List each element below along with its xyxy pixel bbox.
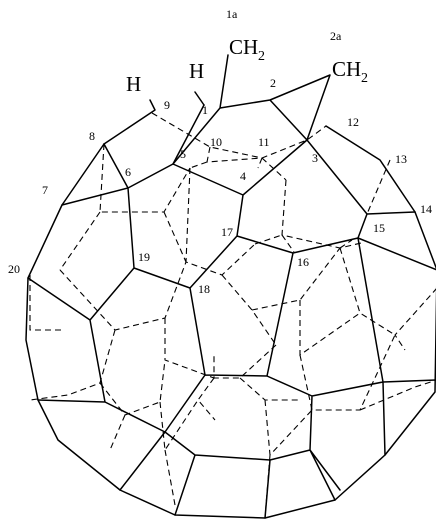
label-6: 6 — [125, 165, 131, 179]
label-5: 5 — [180, 147, 186, 161]
label-10: 10 — [210, 135, 222, 149]
carbon-numbers: 1a 2a 1 2 3 4 5 6 7 8 9 10 11 12 13 14 1… — [8, 7, 432, 296]
hydrogen-label-left: H — [126, 72, 141, 96]
methylene-label-left: CH — [229, 35, 258, 59]
label-18: 18 — [198, 282, 210, 296]
methylene-subscript-right: 2 — [361, 71, 368, 86]
front-network — [27, 104, 436, 519]
hidden-bonds — [29, 112, 436, 519]
label-9: 9 — [164, 98, 170, 112]
outline — [25, 125, 436, 519]
label-17: 17 — [221, 225, 233, 239]
methylene-label-right: CH — [332, 57, 361, 81]
label-2: 2 — [270, 76, 276, 90]
label-15: 15 — [373, 221, 385, 235]
label-2a: 2a — [330, 29, 342, 43]
atom-labels: H H CH 2 CH 2 — [126, 35, 368, 96]
label-13: 13 — [395, 152, 407, 166]
front-bonds — [25, 54, 436, 519]
label-7: 7 — [42, 183, 48, 197]
label-3: 3 — [312, 151, 318, 165]
label-19: 19 — [138, 250, 150, 264]
methylene-subscript-left: 2 — [258, 49, 265, 64]
hydrogen-label-right: H — [189, 59, 204, 83]
label-1: 1 — [202, 103, 208, 117]
label-16: 16 — [297, 255, 309, 269]
back-bonds-top — [151, 112, 327, 181]
back-bonds-middle — [29, 247, 436, 401]
label-8: 8 — [89, 129, 95, 143]
back-bonds-upper — [59, 143, 391, 276]
label-4: 4 — [240, 169, 246, 183]
label-20: 20 — [8, 262, 20, 276]
h-bonds — [103, 91, 205, 145]
addend-bridges — [172, 54, 331, 165]
label-1a: 1a — [226, 7, 238, 21]
label-11: 11 — [258, 135, 270, 149]
label-12: 12 — [347, 115, 359, 129]
label-14: 14 — [420, 202, 432, 216]
